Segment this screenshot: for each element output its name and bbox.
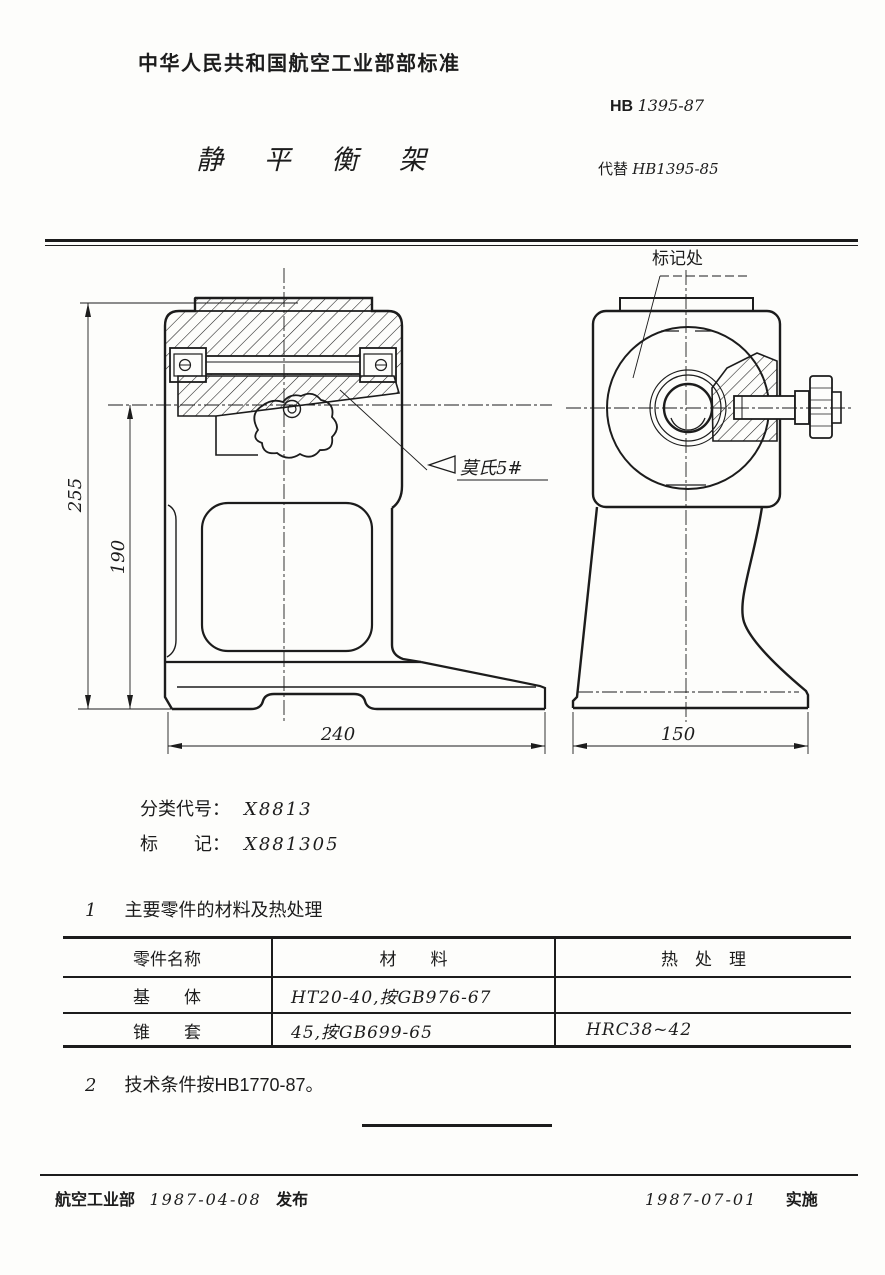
table-row: 锥 套 45,按GB699-65 HRC38~42 (63, 1014, 851, 1046)
taper-note-label: 莫氏5# (460, 458, 523, 479)
marking-value: X881305 (244, 834, 340, 855)
base-width-dimension (167, 712, 546, 754)
table-row: 基 体 HT20-40,按GB976-67 (63, 978, 851, 1014)
header-title: 中华人民共和国航空工业部部标准 (138, 53, 461, 75)
footer-impl-date: 1987-07-01 (645, 1190, 758, 1209)
dim-190: 190 (108, 540, 129, 574)
col-header-part: 零件名称 (133, 950, 201, 969)
marking-code-line: 标 记： X881305 (140, 830, 340, 856)
standard-number-value: 1395-87 (637, 96, 705, 115)
section-2-body: 技术条件按HB1770-87。 (124, 1075, 324, 1095)
footer-issue-date: 1987-04-08 (149, 1190, 262, 1209)
cell-treatment: HRC38~42 (586, 1020, 693, 1040)
technical-drawing: 标记处 莫氏5# 255 190 240 150 (65, 249, 852, 754)
taper-annotation (339, 389, 548, 481)
cell-material: HT20-40,按GB976-67 (291, 987, 492, 1008)
footer-issue: 航空工业部 1987-04-08 发布 (55, 1186, 308, 1210)
replaces-note: 代替 HB1395-85 (598, 158, 719, 179)
end-of-text-rule (362, 1124, 552, 1127)
dim-255: 255 (65, 478, 86, 513)
col-header-treatment: 热 处 理 (554, 939, 851, 976)
knurled-knob (809, 375, 833, 439)
footer-impl-label: 实施 (785, 1192, 818, 1209)
machining-symbol-icon (426, 455, 456, 474)
footer-rule (40, 1174, 858, 1176)
section-1-title: 主要零件的材料及热处理 (124, 900, 323, 920)
web-panel (200, 501, 374, 653)
front-view (108, 268, 552, 722)
section-1-heading: 1 主要零件的材料及热处理 (85, 896, 322, 922)
document-title: 静 平 衡 架 (196, 145, 442, 176)
marking-label: 标 记： (140, 834, 230, 854)
dim-240: 240 (320, 724, 355, 745)
dim-150: 150 (661, 724, 695, 745)
base-depth-dimension (572, 712, 809, 754)
classification-value: X8813 (244, 799, 313, 820)
footer-implementation: 1987-07-01 实施 (645, 1186, 818, 1210)
cell-part: 基 体 (133, 987, 201, 1007)
header-rule-thick (45, 239, 858, 242)
height-dimensions (78, 302, 298, 710)
side-view (566, 270, 852, 722)
section-2-text: 2 技术条件按HB1770-87。 (85, 1071, 324, 1097)
table-header-row: 零件名称 材 料 热 处 理 (63, 939, 851, 978)
clamp-knob (253, 392, 338, 459)
cell-material: 45,按GB699-65 (291, 1022, 433, 1043)
mark-location-label: 标记处 (652, 249, 703, 268)
classification-label: 分类代号： (140, 799, 230, 819)
section-1-number: 1 (85, 900, 97, 921)
replaces-number: HB1395-85 (632, 160, 719, 178)
header-rule-thin (45, 245, 858, 246)
section-2-number: 2 (85, 1075, 97, 1096)
material-table: 零件名称 材 料 热 处 理 基 体 HT20-40,按GB976-67 锥 套… (63, 936, 851, 1048)
col-header-material: 材 料 (271, 939, 554, 976)
standard-prefix: HB (610, 98, 634, 115)
mark-location-annotation (632, 275, 748, 379)
footer-issue-label: 发布 (276, 1192, 309, 1209)
cell-part: 锥 套 (133, 1022, 201, 1042)
replaces-label: 代替 (598, 161, 629, 178)
standard-number: HB 1395-87 (610, 96, 704, 116)
clamp-screw (733, 375, 842, 439)
footer-org: 航空工业部 (55, 1192, 136, 1209)
classification-code-line: 分类代号： X8813 (140, 795, 313, 821)
